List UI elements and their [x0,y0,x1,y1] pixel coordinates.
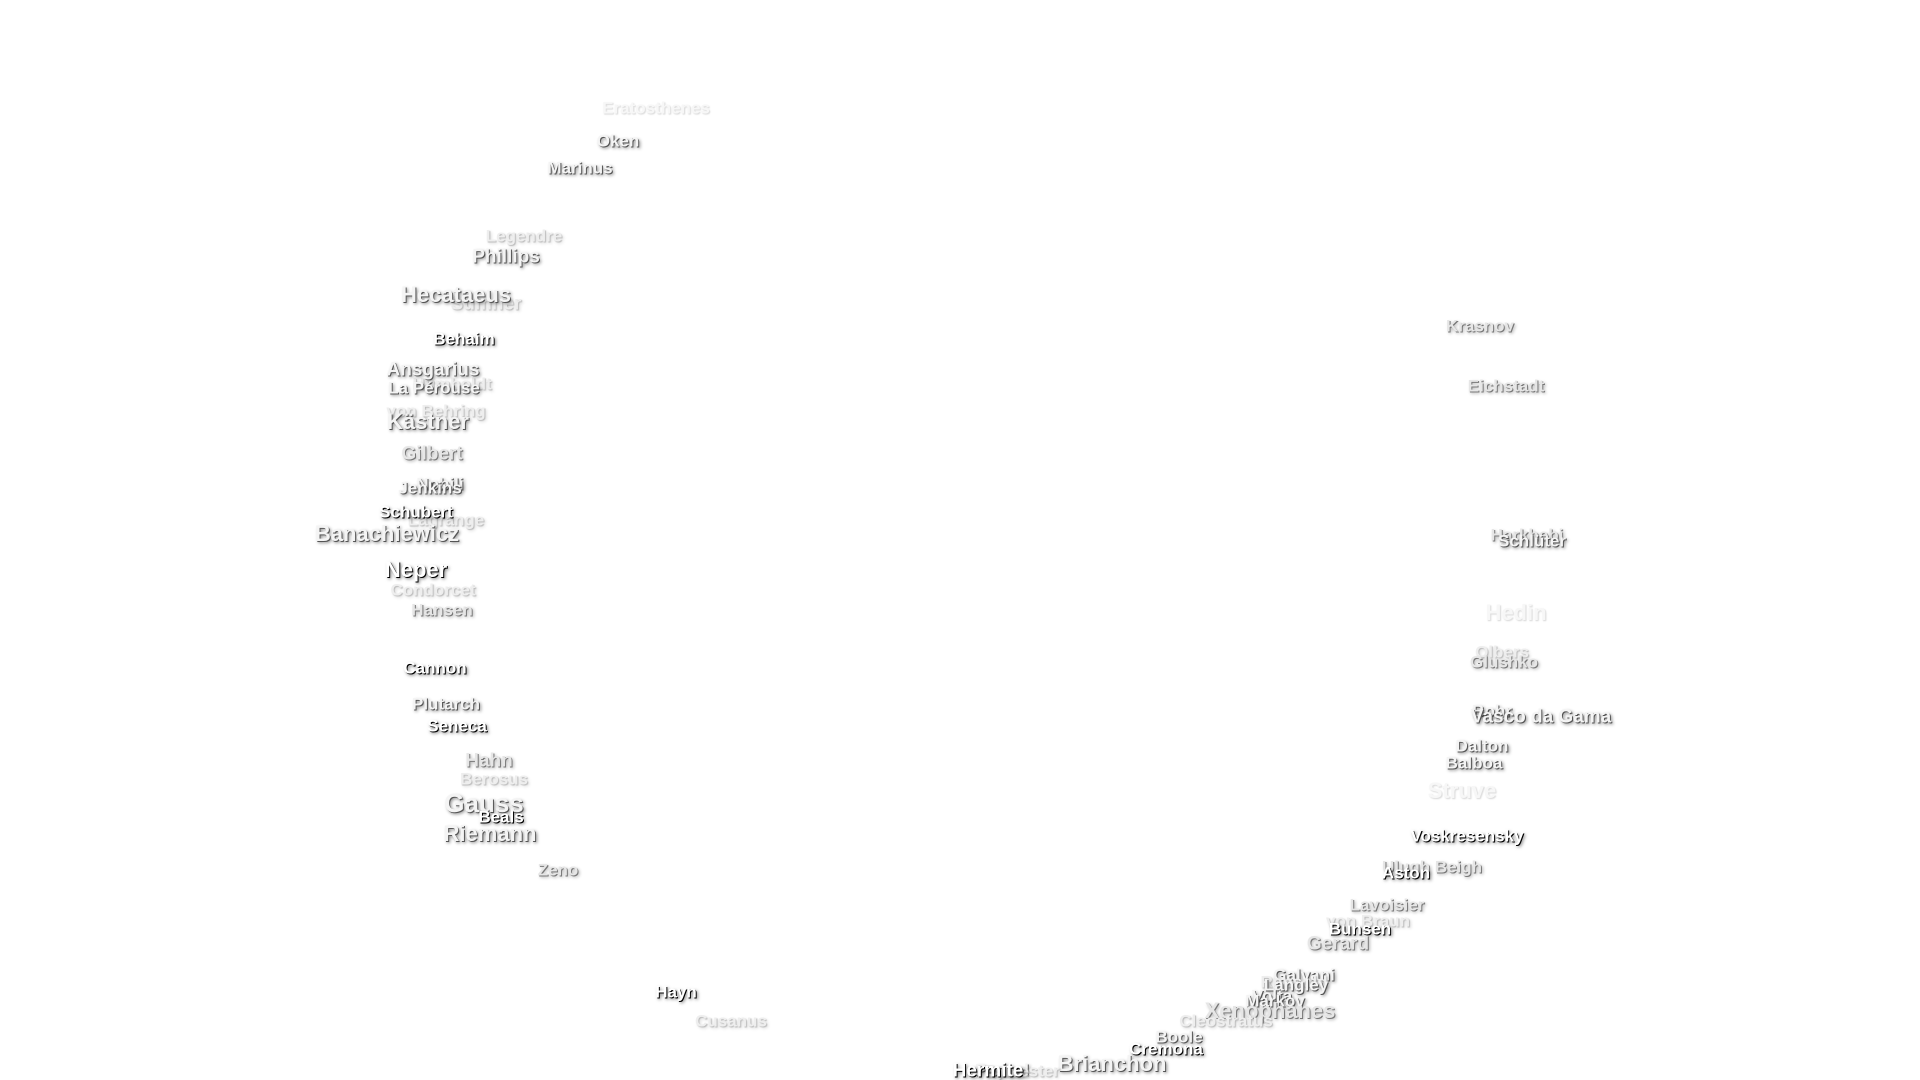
crater-label: Gerard [1306,933,1370,955]
crater-label: Dalton [1455,736,1509,756]
crater-label: Eichstadt [1467,376,1545,396]
crater-label: Legendre [485,226,563,246]
crater-label: Banachiewicz [314,521,460,546]
crater-label: Marinus [547,158,613,178]
crater-label: Hahn [465,750,513,772]
crater-label: Bunsen [1328,919,1392,939]
crater-label: Galvani [1273,965,1335,985]
crater-label: Seneca [427,716,487,736]
crater-label: Pascal [975,1060,1029,1080]
crater-label: Cannon [403,658,467,678]
crater-label: Struve [1427,778,1497,803]
crater-label: Xenophanes [1204,998,1336,1023]
crater-label: Beals [478,807,524,827]
crater-label: Ansgarius [386,359,480,381]
crater-label: Riemann [443,821,537,846]
crater-label: Condorcet [390,580,476,600]
crater-label: Neper [384,557,448,582]
crater-label: Lavoisier [1349,895,1425,915]
crater-label: Harkhebi [1490,525,1564,545]
crater-label: Voskresensky [1410,826,1524,846]
crater-label: Ulugh Beigh [1381,857,1483,877]
crater-label: Krasnov [1445,316,1515,336]
crater-label: Glushko [1469,652,1539,672]
crater-label: Behaim [433,329,495,349]
crater-label: Langley [1263,975,1329,995]
crater-label: Jenkins [398,478,462,498]
crater-label: Eratosthenes [602,98,710,118]
crater-label: Vasco da Gama [1470,706,1612,728]
crater-label: Berosus [459,769,529,789]
crater-label: Kästner [387,409,469,434]
crater-label: Gilbert [401,443,463,465]
crater-label: Bohr [1472,701,1512,721]
crater-label: Brianchon [1057,1051,1167,1076]
crater-label: Gauss [444,788,524,818]
crater-label: Cremona [1129,1039,1203,1059]
crater-label: Markov [1245,991,1305,1011]
crater-label: Oken [596,131,640,151]
crater-label: Hansen [411,600,473,620]
crater-label: Sumner [450,293,522,315]
crater-label: Aston [1381,863,1431,883]
crater-label: La Pérouse [388,378,480,398]
crater-label: Nobili [416,474,464,494]
crater-label: Schubert [379,502,453,522]
crater-label: von Behring [386,401,486,421]
crater-label: Lagrange [407,510,485,530]
crater-label: Cleostratus [1179,1011,1273,1031]
crater-label: Hayn [655,982,697,1002]
crater-label: Humboldt [412,374,492,394]
crater-label: Zeno [537,860,579,880]
crater-label: Hecataeus [400,282,512,307]
crater-label: Cusanus [695,1011,767,1031]
crater-label: Boole [1155,1027,1203,1047]
crater-label: Hedin [1485,600,1547,625]
crater-label: Sylvester [984,1061,1060,1080]
crater-label: Repsold [1260,972,1328,992]
crater-label: Hermite [952,1060,1024,1080]
crater-label: von Braun [1325,911,1411,931]
crater-label: Olbers [1475,642,1529,662]
crater-label: Volta [1251,986,1293,1006]
crater-label: Balboa [1445,753,1503,773]
crater-label: Plutarch [411,694,481,714]
crater-label: Schlüter [1497,531,1567,551]
crater-label: Phillips [472,246,540,268]
